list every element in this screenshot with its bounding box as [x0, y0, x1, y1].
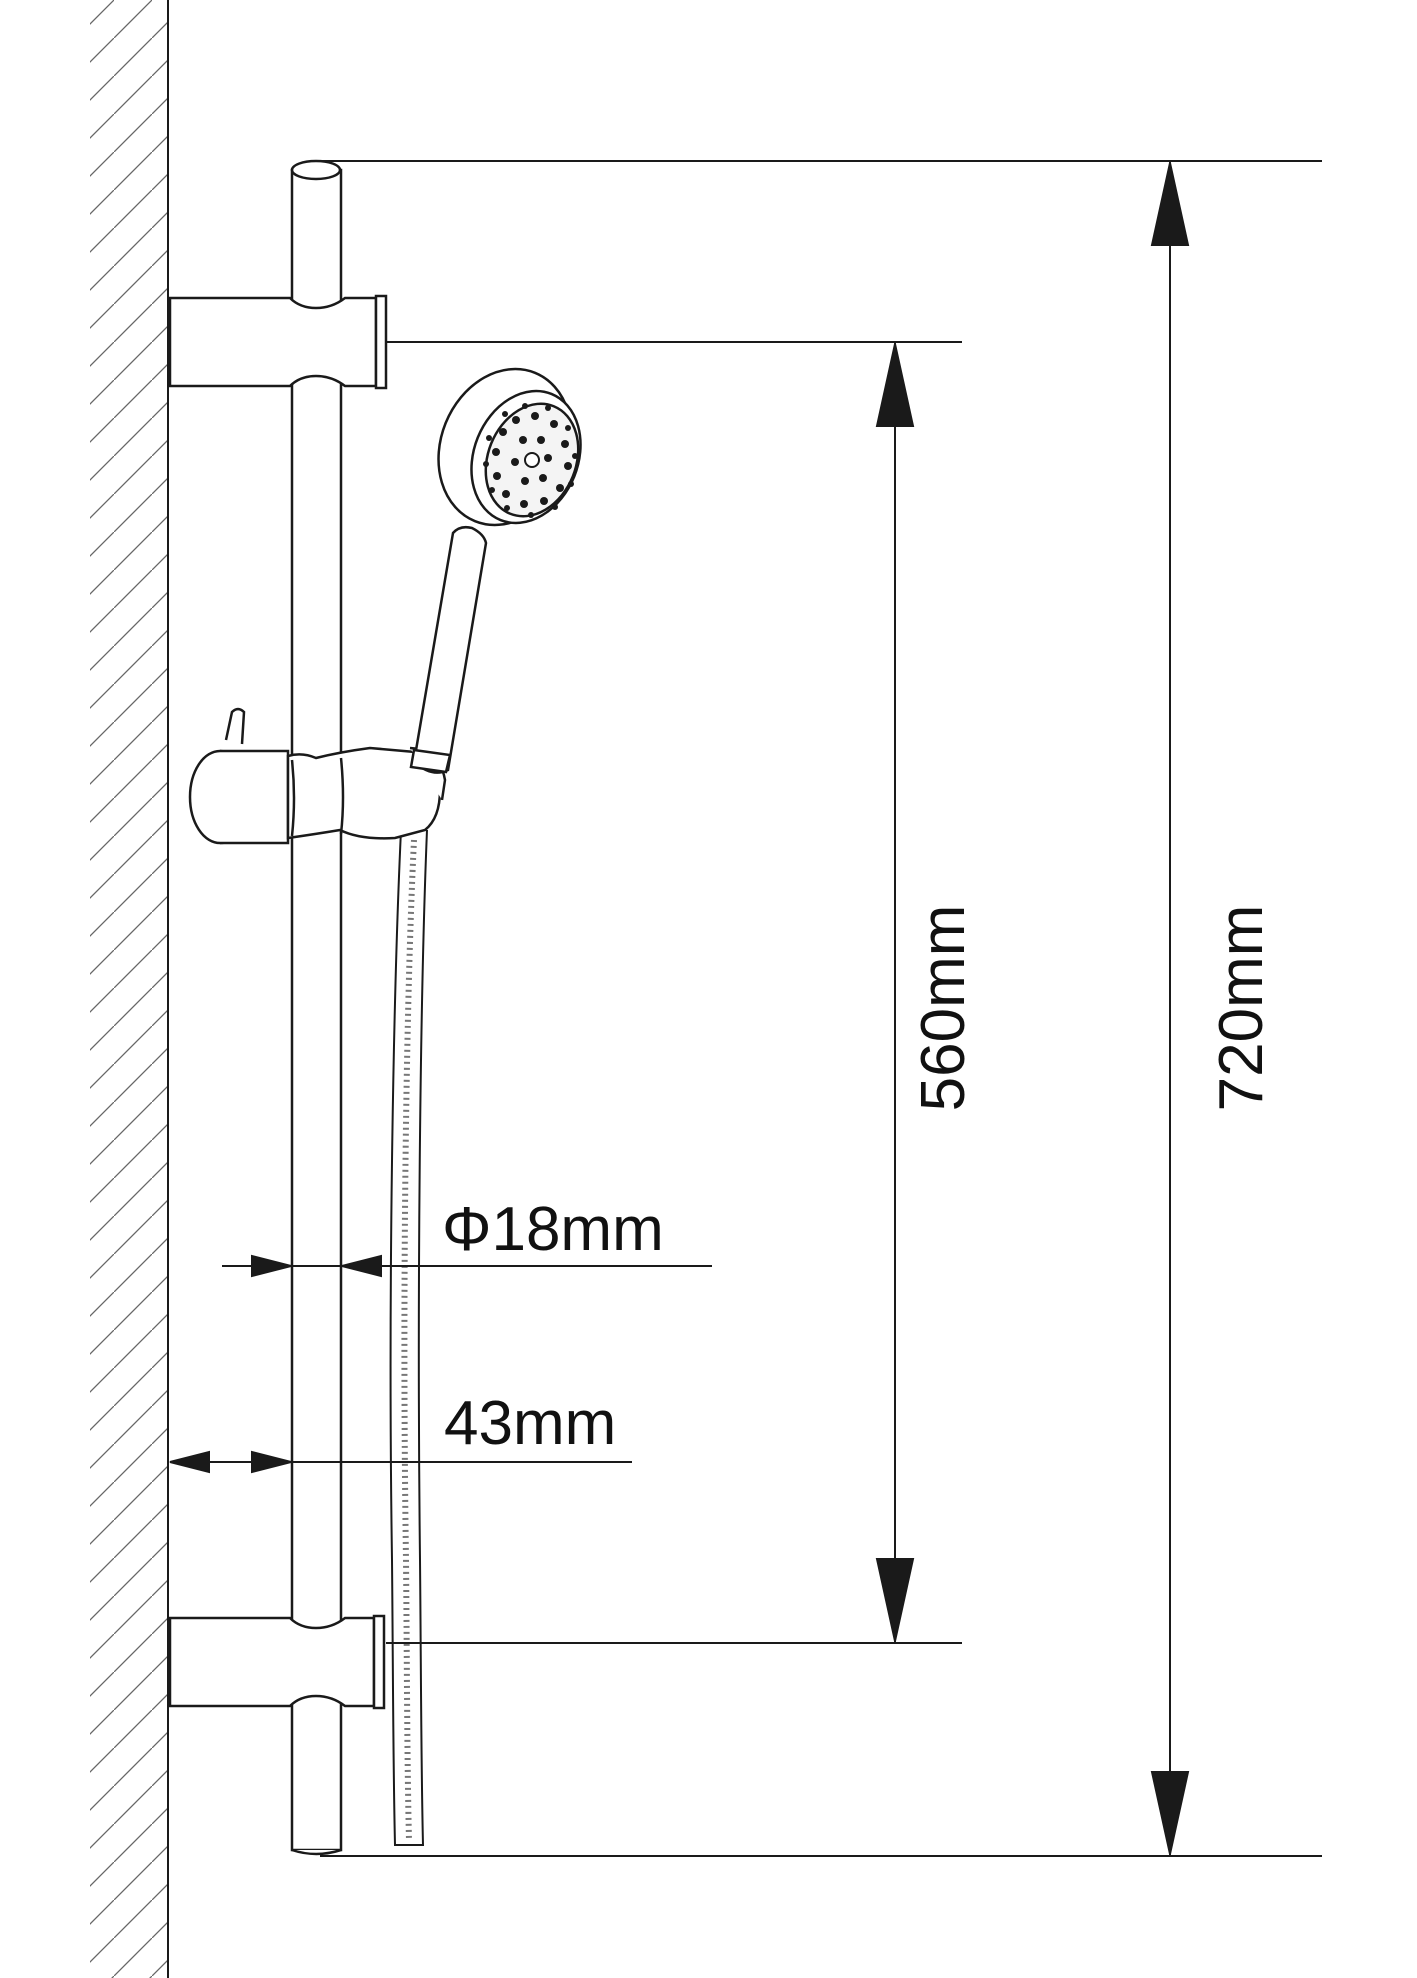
bottom-bracket-body: [168, 1616, 376, 1708]
dimension-bracket-spacing: [386, 341, 962, 1644]
arrow-up-720: [1150, 162, 1190, 246]
arrow-right-offset: [251, 1450, 292, 1474]
spray-nozzles: [483, 403, 578, 518]
hose-texture: [401, 839, 417, 1841]
arrow-left-offset: [169, 1450, 210, 1474]
slider-knob-neck: [220, 749, 290, 845]
bottom-wall-bracket: [168, 1614, 386, 1710]
arrow-right-diameter: [251, 1254, 292, 1278]
slider-rail-cutline: [290, 757, 345, 837]
dimension-wall-offset: [169, 1450, 632, 1474]
arrow-up-560: [875, 343, 915, 427]
hand-shower: [409, 367, 582, 774]
slide-rail: [290, 159, 343, 1856]
shower-hose: [389, 829, 428, 1846]
top-wall-bracket: [168, 294, 388, 390]
dimension-rail-diameter: [222, 1254, 712, 1278]
bracket-spacing-label: 560mm: [909, 905, 978, 1112]
total-length-label: 720mm: [1207, 905, 1276, 1112]
wall-offset-label: 43mm: [444, 1389, 616, 1458]
slider-knob-lever: [224, 707, 246, 745]
rail-tube: [290, 168, 343, 1852]
arrow-left-diameter: [341, 1254, 382, 1278]
arrow-down-560: [875, 1558, 915, 1642]
rail-top-cap: [290, 159, 342, 181]
top-bracket-body: [168, 296, 378, 388]
slider-holder: [188, 707, 447, 845]
rail-bottom-end: [291, 1848, 342, 1856]
wall-hatching: [90, 0, 168, 1978]
arrow-down-720: [1150, 1771, 1190, 1855]
bottom-bracket-end-cap: [372, 1614, 386, 1710]
rail-diameter-label: Φ18mm: [442, 1195, 664, 1264]
top-bracket-end-cap: [374, 294, 388, 390]
hand-shower-handle: [412, 525, 488, 774]
wall: [90, 0, 169, 1978]
hose-outer-left: [389, 829, 428, 1846]
hand-shower-collar: [409, 748, 452, 774]
dimension-total-length: [320, 160, 1322, 1857]
